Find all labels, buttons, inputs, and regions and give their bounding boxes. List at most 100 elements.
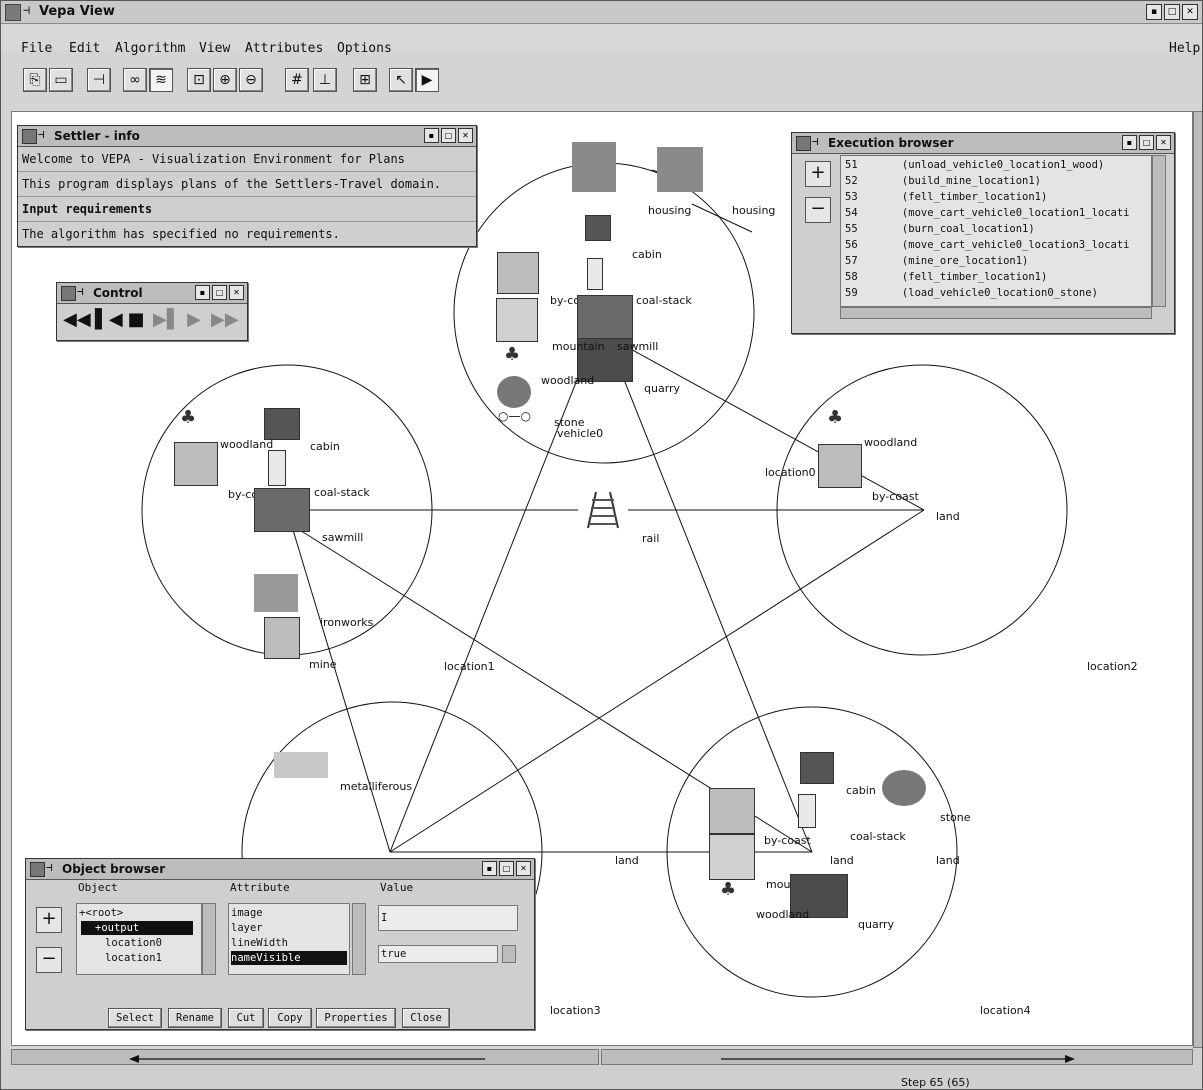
control-titlebar[interactable]: ⊣ Control ▪ □ ✕ (57, 283, 247, 304)
woodland-icon[interactable]: ♣ (504, 344, 521, 365)
maximize-button[interactable]: □ (441, 128, 456, 143)
sawmill-icon[interactable] (577, 295, 633, 339)
grid-icon[interactable]: # (285, 68, 309, 92)
pin-icon[interactable]: ⊣ (23, 3, 31, 17)
minimize-button[interactable]: ▪ (1122, 135, 1137, 150)
maximize-button[interactable]: □ (1164, 4, 1180, 20)
cabin-icon[interactable] (585, 215, 611, 241)
canvas-horizontal-scrollbar-right[interactable] (601, 1049, 1193, 1065)
coal-stack-icon[interactable] (587, 258, 603, 290)
sawmill-icon-l1[interactable] (254, 488, 310, 532)
woodland-icon-l0[interactable]: ♣ (827, 407, 844, 428)
menu-view[interactable]: View (199, 41, 231, 56)
zoom-fit-icon[interactable]: ⊡ (187, 68, 211, 92)
ruler-icon[interactable]: ⊥ (313, 68, 337, 92)
list-item[interactable]: 54 (move_cart_vehicle0_location1_locati (845, 207, 1130, 219)
by-coast-icon-l1[interactable] (174, 442, 218, 486)
list-item[interactable]: layer (231, 922, 263, 934)
list-item[interactable]: 59 (load_vehicle0_location0_stone) (845, 287, 1098, 299)
select-button[interactable]: Select (108, 1008, 162, 1028)
list-item[interactable]: 51 (unload_vehicle0_location1_wood) (845, 159, 1104, 171)
pin-icon[interactable]: ⊣ (812, 135, 819, 148)
mountain-icon[interactable] (496, 298, 538, 342)
value-text-input[interactable]: I (378, 905, 518, 931)
plug-icon[interactable]: ⊣ (87, 68, 111, 92)
maximize-button[interactable]: □ (499, 861, 514, 876)
menu-file[interactable]: File (21, 41, 53, 56)
value-spinner[interactable] (502, 945, 516, 963)
list-item-selected[interactable]: +output (81, 921, 193, 935)
collapse-minus-button[interactable]: − (805, 197, 831, 223)
select-arrow-icon[interactable]: ↖ (389, 68, 413, 92)
list-item[interactable]: 58 (fell_timber_location1) (845, 271, 1047, 283)
close-button[interactable]: ✕ (1156, 135, 1171, 150)
execution-list-vscrollbar[interactable] (1152, 155, 1166, 307)
step-forward-icon[interactable]: ▶▌ (153, 309, 181, 330)
window-titlebar[interactable]: ⊣ Vepa View ▪ □ ✕ (1, 1, 1202, 24)
housing-icon[interactable] (572, 142, 616, 192)
pin-icon[interactable]: ⊣ (77, 285, 84, 298)
canvas-vertical-scrollbar[interactable] (1193, 111, 1202, 1048)
housing-icon-2[interactable] (657, 147, 703, 192)
close-button[interactable]: ✕ (229, 285, 244, 300)
close-button[interactable]: ✕ (516, 861, 531, 876)
pin-icon[interactable]: ⊣ (38, 128, 45, 141)
quarry-icon[interactable] (790, 874, 848, 918)
execution-list-hscrollbar[interactable] (840, 307, 1152, 319)
list-item[interactable]: 56 (move_cart_vehicle0_location3_locati (845, 239, 1130, 251)
minimize-button[interactable]: ▪ (1146, 4, 1162, 20)
coal-stack-icon-l4[interactable] (798, 794, 816, 828)
expand-plus-button[interactable]: + (805, 161, 831, 187)
list-item[interactable]: +<root> (79, 907, 124, 919)
cut-button[interactable]: Cut (228, 1008, 264, 1028)
save-icon[interactable]: ▭ (49, 68, 73, 92)
list-item[interactable]: 57 (mine_ore_location1) (845, 255, 1028, 267)
list-item[interactable]: 52 (build_mine_location1) (845, 175, 1041, 187)
rail-icon[interactable] (578, 490, 628, 530)
attribute-list-scrollbar[interactable] (352, 903, 366, 975)
sawmill-icon-2[interactable] (577, 338, 633, 382)
play-mode-icon[interactable]: ▶ (415, 68, 439, 92)
collapse-minus-button[interactable]: − (36, 947, 62, 973)
by-coast-icon-l4[interactable] (709, 788, 755, 834)
list-item[interactable]: image (231, 907, 263, 919)
pin-icon[interactable]: ⊣ (46, 861, 53, 874)
stone-icon-l4[interactable] (882, 770, 926, 806)
mine-icon[interactable] (264, 617, 300, 659)
cabin-icon-l4[interactable] (800, 752, 834, 784)
settler-info-titlebar[interactable]: ⊣ Settler - info ▪ □ ✕ (18, 126, 476, 147)
attribute-list[interactable]: image layer lineWidth nameVisible (228, 903, 350, 975)
menu-edit[interactable]: Edit (69, 41, 101, 56)
layout-graph-icon[interactable]: ∞ (123, 68, 147, 92)
minimize-button[interactable]: ▪ (424, 128, 439, 143)
woodland-icon-l1[interactable]: ♣ (180, 407, 197, 428)
close-button[interactable]: Close (402, 1008, 450, 1028)
copy-button[interactable]: Copy (268, 1008, 312, 1028)
maximize-button[interactable]: □ (212, 285, 227, 300)
properties-button[interactable]: Properties (316, 1008, 396, 1028)
list-item-selected[interactable]: nameVisible (231, 951, 347, 965)
expand-plus-button[interactable]: + (36, 907, 62, 933)
step-back-icon[interactable]: ▌◀ (95, 309, 123, 330)
woodland-icon-l4[interactable]: ♣ (720, 879, 737, 900)
by-coast-icon[interactable] (497, 252, 539, 294)
value-select[interactable]: true (378, 945, 498, 963)
list-item[interactable]: location1 (105, 952, 162, 964)
cabin-icon-l1[interactable] (264, 408, 300, 440)
by-coast-icon-l0[interactable] (818, 444, 862, 488)
minimize-button[interactable]: ▪ (195, 285, 210, 300)
snap-icon[interactable]: ⊞ (353, 68, 377, 92)
layout-list-icon[interactable]: ≋ (149, 68, 173, 92)
vehicle-icon[interactable]: ○—○ (498, 409, 531, 423)
list-item[interactable]: 53 (fell_timber_location1) (845, 191, 1047, 203)
object-list-scrollbar[interactable] (202, 903, 216, 975)
stop-icon[interactable]: ■ (127, 309, 145, 330)
canvas-horizontal-scrollbar-left[interactable] (11, 1049, 599, 1065)
menu-attributes[interactable]: Attributes (245, 41, 324, 56)
execution-list[interactable]: 51 (unload_vehicle0_location1_wood) 52 (… (840, 155, 1152, 307)
mountain-icon-l4[interactable] (709, 834, 755, 880)
menu-algorithm[interactable]: Algorithm (115, 41, 186, 56)
object-list[interactable]: +<root> +output location0 location1 (76, 903, 202, 975)
list-item[interactable]: lineWidth (231, 937, 288, 949)
list-item[interactable]: 55 (burn_coal_location1) (845, 223, 1035, 235)
